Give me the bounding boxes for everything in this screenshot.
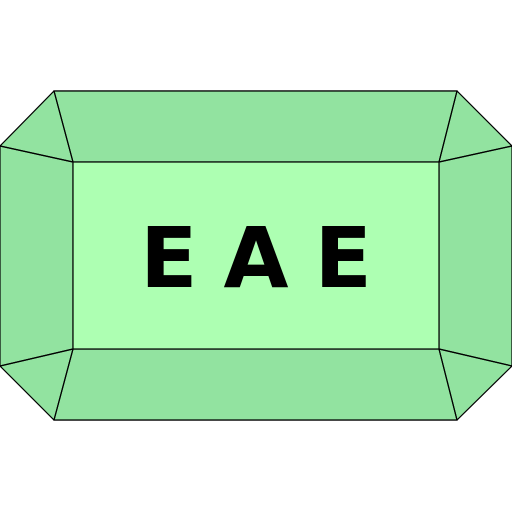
gem-edge-br [438,348,458,421]
gem-label: EAE [140,209,398,307]
gem-edge-r-bot [438,348,512,367]
gem-edge-r-top [438,145,512,163]
gem-facet-bottom [53,348,458,421]
gem-facet-top [53,90,458,163]
gem-table-face [72,161,440,350]
gem-facet-right [438,145,512,367]
gem-facet-left [0,145,74,367]
gem-edge-tr [438,90,458,163]
gem-edge-bl [53,348,74,421]
gem-edge-l-bot [0,348,74,367]
gem-edge-tl [53,90,74,163]
gem-edge-l-top [0,145,74,163]
